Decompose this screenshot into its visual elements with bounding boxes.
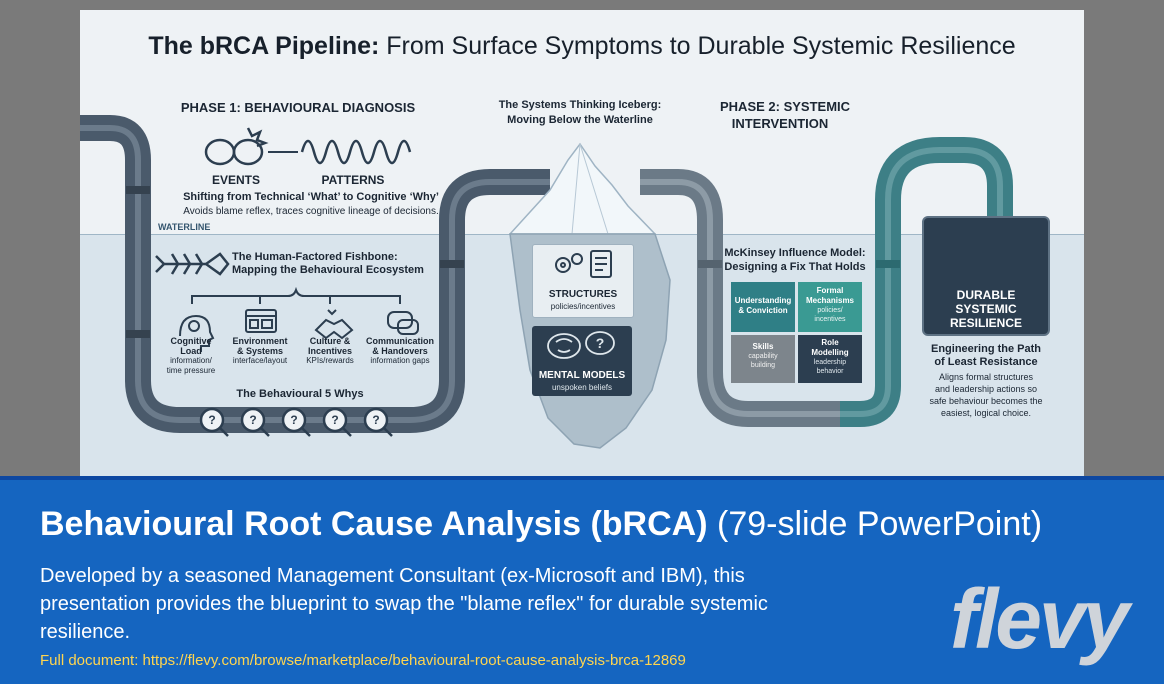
head-gears-icon [179, 314, 215, 352]
quadrant-label: Skills [752, 342, 774, 351]
quadrant-label: Understanding [734, 296, 792, 305]
svg-text:?: ? [290, 413, 297, 427]
flevy-logo: flevy [950, 572, 1129, 666]
quadrant-formal-mechanisms: Formal Mechanisms policies/ incentives [798, 282, 862, 332]
svg-text:?: ? [372, 413, 379, 427]
magnifier-icons [199, 407, 393, 437]
quadrant-skills: Skills capability building [731, 335, 795, 383]
quadrant-subtitle: incentives [814, 316, 846, 323]
factor-title: Cognitive [170, 336, 212, 346]
events-icon [204, 127, 269, 166]
factor-subtitle: KPIs/rewards [306, 356, 354, 365]
banner-top-border [0, 476, 1164, 480]
banner-heading: Behavioural Root Cause Analysis (bRCA) (… [40, 505, 1043, 543]
quadrant-label: Formal [816, 286, 844, 295]
factor-title: & Systems [236, 346, 284, 356]
factor-title: Culture & [309, 336, 351, 346]
waterline-label: WATERLINE [158, 222, 211, 232]
quadrant-label: Mechanisms [805, 296, 855, 305]
mental-models-subtitle: unspoken beliefs [551, 383, 613, 392]
factor-title: Load [180, 346, 202, 356]
fishbone-brace [191, 286, 401, 304]
quadrant-subtitle: behavior [816, 368, 844, 375]
document-link[interactable]: Full document: https://flevy.com/browse/… [40, 652, 686, 669]
structures-label: STRUCTURES [548, 289, 618, 300]
slide-image: ????? The bRCA Pipeline: From Surface Sy… [80, 10, 1084, 476]
fish-skeleton-icon [155, 252, 230, 276]
resilience-desc: safe behaviour becomes the [929, 396, 1043, 406]
resilience-title-1: Engineering the Path [930, 343, 1041, 355]
resilience-title-2: of Least Resistance [934, 356, 1038, 368]
brain-question-icon: ? [547, 331, 615, 359]
resilience-label: DURABLE [956, 288, 1016, 302]
factor-subtitle: information gaps [370, 356, 430, 365]
quadrant-label: Role [821, 338, 839, 347]
svg-text:?: ? [331, 413, 338, 427]
slide-title: The bRCA Pipeline: From Surface Symptoms… [148, 32, 1016, 60]
banner-description: Developed by a seasoned Management Consu… [40, 565, 768, 643]
patterns-label: PATTERNS [321, 173, 385, 187]
five-whys-label: The Behavioural 5 Whys [236, 388, 364, 400]
mental-models-box: ? MENTAL MODELS unspoken beliefs [532, 326, 632, 396]
factor-title: & Handovers [372, 346, 428, 356]
svg-text:?: ? [249, 413, 256, 427]
quadrant-label: Modelling [811, 348, 849, 357]
resilience-label: RESILIENCE [949, 316, 1022, 330]
promo-banner [0, 476, 1164, 684]
handshake-icon [314, 309, 354, 340]
patterns-icon [300, 139, 412, 165]
factor-title: Incentives [307, 346, 353, 356]
fishbone-title-2: Mapping the Behavioural Ecosystem [232, 264, 424, 276]
iceberg-above [508, 142, 657, 235]
resilience-desc: and leadership actions so [934, 384, 1038, 394]
svg-text:?: ? [596, 335, 605, 351]
resilience-desc: easiest, logical choice. [940, 408, 1032, 418]
factor-title: Environment [232, 336, 288, 346]
interface-layout-icon [245, 309, 277, 333]
influence-model-title-1: McKinsey Influence Model: [724, 247, 866, 259]
structures-subtitle: policies/incentives [550, 302, 616, 311]
factor-subtitle: time pressure [166, 366, 216, 375]
iceberg-title-1: The Systems Thinking Iceberg: [498, 99, 662, 111]
factor-title: Communication [365, 336, 434, 346]
chat-bubbles-icon [387, 311, 419, 335]
quadrant-label: & Conviction [738, 306, 788, 315]
mental-models-label: MENTAL MODELS [538, 370, 626, 381]
influence-model-title-2: Designing a Fix That Holds [724, 261, 866, 273]
resilience-box: DURABLE SYSTEMIC RESILIENCE [922, 216, 1050, 336]
phase2-heading-2: INTERVENTION [731, 116, 829, 131]
factor-subtitle: information/ [170, 356, 212, 365]
quadrant-role-modelling: Role Modelling leadership behavior [798, 335, 862, 383]
events-label: EVENTS [211, 173, 260, 187]
svg-text:?: ? [208, 413, 215, 427]
factor-subtitle: interface/layout [232, 356, 288, 365]
resilience-label: SYSTEMIC [955, 302, 1017, 316]
shift-title: Shifting from Technical ‘What’ to Cognit… [183, 191, 439, 203]
resilience-desc: Aligns formal structures [938, 372, 1034, 382]
quadrant-subtitle: capability [748, 353, 778, 360]
quadrant-subtitle: building [750, 362, 776, 369]
structures-box: STRUCTURES policies/incentives [532, 244, 634, 318]
fishbone-title-1: The Human-Factored Fishbone: [232, 251, 398, 263]
shift-subtitle: Avoids blame reflex, traces cognitive li… [183, 206, 439, 217]
quadrant-understanding-conviction: Understanding & Conviction [731, 282, 795, 332]
phase1-heading: PHASE 1: BEHAVIOURAL DIAGNOSIS [180, 100, 416, 115]
quadrant-subtitle: policies/ [817, 307, 843, 314]
phase2-heading-1: PHASE 2: SYSTEMIC [720, 99, 851, 114]
quadrant-subtitle: leadership [813, 359, 847, 366]
gears-document-icon [555, 250, 612, 278]
iceberg-title-2: Moving Below the Waterline [507, 114, 653, 126]
